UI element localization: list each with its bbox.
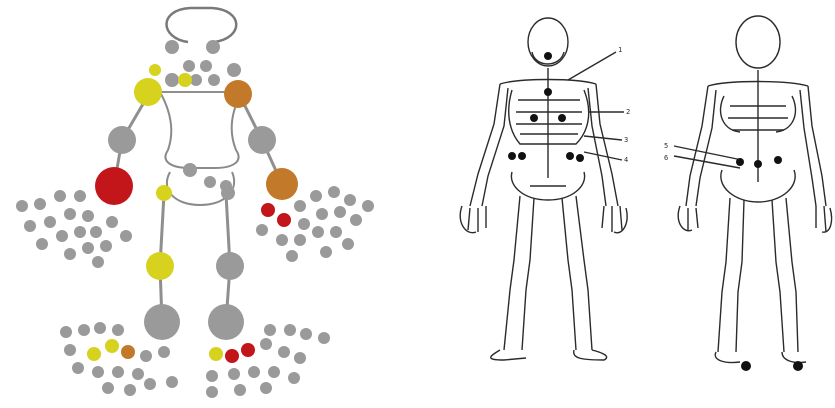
marker-dot bbox=[558, 114, 566, 122]
right-hand-red-joint bbox=[277, 213, 291, 227]
clavicle-joint bbox=[165, 73, 179, 87]
right-elbow-joint bbox=[248, 126, 276, 154]
back-left-leg bbox=[718, 198, 744, 352]
right-hip-joint bbox=[221, 186, 235, 200]
neck-joint bbox=[200, 60, 212, 72]
right-wrist-joint bbox=[266, 168, 298, 200]
front-markers bbox=[508, 52, 584, 162]
leader-line bbox=[584, 152, 622, 160]
back-left-foot bbox=[715, 352, 740, 363]
back-right-leg bbox=[772, 198, 798, 352]
right-hand-red-joint bbox=[261, 203, 275, 217]
back-right-arm bbox=[800, 86, 826, 206]
front-left-foot bbox=[491, 350, 526, 360]
front-right-arm-2 bbox=[588, 88, 606, 206]
clavicle-joint bbox=[227, 63, 241, 77]
right-knee-joint bbox=[216, 252, 244, 280]
right-shoulder-joint bbox=[224, 80, 252, 108]
marker-dot bbox=[736, 158, 744, 166]
skeleton-front-view bbox=[460, 18, 627, 360]
back-markers bbox=[736, 156, 803, 371]
front-leader-numbers: 1 2 3 4 bbox=[618, 46, 630, 164]
head-outline bbox=[167, 8, 237, 42]
pelvis-joint bbox=[204, 176, 216, 188]
clavicle-joint bbox=[208, 74, 220, 86]
leader-number: 4 bbox=[624, 156, 628, 164]
front-left-hand bbox=[460, 206, 486, 233]
3d-skeleton-joint-model bbox=[16, 8, 374, 398]
marker-dot bbox=[774, 156, 782, 164]
back-left-hand bbox=[678, 206, 698, 231]
marker-dot bbox=[508, 152, 516, 160]
marker-dot bbox=[741, 361, 751, 371]
back-left-arm bbox=[686, 86, 716, 206]
head-joint bbox=[165, 40, 179, 54]
left-elbow-joint bbox=[108, 126, 136, 154]
front-right-foot bbox=[574, 350, 607, 360]
front-right-leg bbox=[562, 196, 592, 350]
marker-dot bbox=[544, 52, 552, 60]
clavicle-joint-yellow bbox=[149, 64, 161, 76]
front-right-arm bbox=[596, 84, 618, 206]
sternum-joint bbox=[178, 73, 192, 87]
back-right-hand bbox=[816, 206, 832, 232]
back-skull bbox=[736, 16, 780, 68]
left-ankle-joint bbox=[144, 304, 180, 340]
marker-dot bbox=[518, 152, 526, 160]
marker-dot bbox=[576, 154, 584, 162]
head-joint bbox=[206, 40, 220, 54]
left-knee-joint bbox=[146, 252, 174, 280]
marker-dot bbox=[566, 152, 574, 160]
front-ribcage bbox=[509, 90, 589, 144]
marker-dot bbox=[530, 114, 538, 122]
right-ankle-joint bbox=[208, 304, 244, 340]
front-left-leg bbox=[504, 196, 534, 350]
skeleton-back-view bbox=[674, 16, 832, 363]
front-ribs bbox=[516, 100, 582, 134]
leader-number: 2 bbox=[626, 108, 630, 116]
left-shoulder-joint bbox=[134, 78, 162, 106]
leader-number: 5 bbox=[664, 142, 668, 150]
marker-dot bbox=[793, 361, 803, 371]
leader-number: 3 bbox=[624, 136, 628, 144]
marker-dot bbox=[754, 160, 762, 168]
neck-joint bbox=[183, 60, 195, 72]
leader-line bbox=[568, 52, 616, 80]
front-left-arm-2 bbox=[482, 88, 508, 206]
leader-number: 1 bbox=[618, 46, 622, 54]
pelvis-joint bbox=[183, 163, 197, 177]
marker-dot bbox=[544, 88, 552, 96]
left-wrist-joint bbox=[95, 167, 133, 205]
back-leader-numbers: 5 6 bbox=[664, 142, 668, 162]
leader-number: 6 bbox=[664, 154, 668, 162]
left-hip-joint bbox=[156, 185, 172, 201]
back-right-foot bbox=[782, 352, 806, 363]
front-right-hand bbox=[602, 206, 627, 233]
